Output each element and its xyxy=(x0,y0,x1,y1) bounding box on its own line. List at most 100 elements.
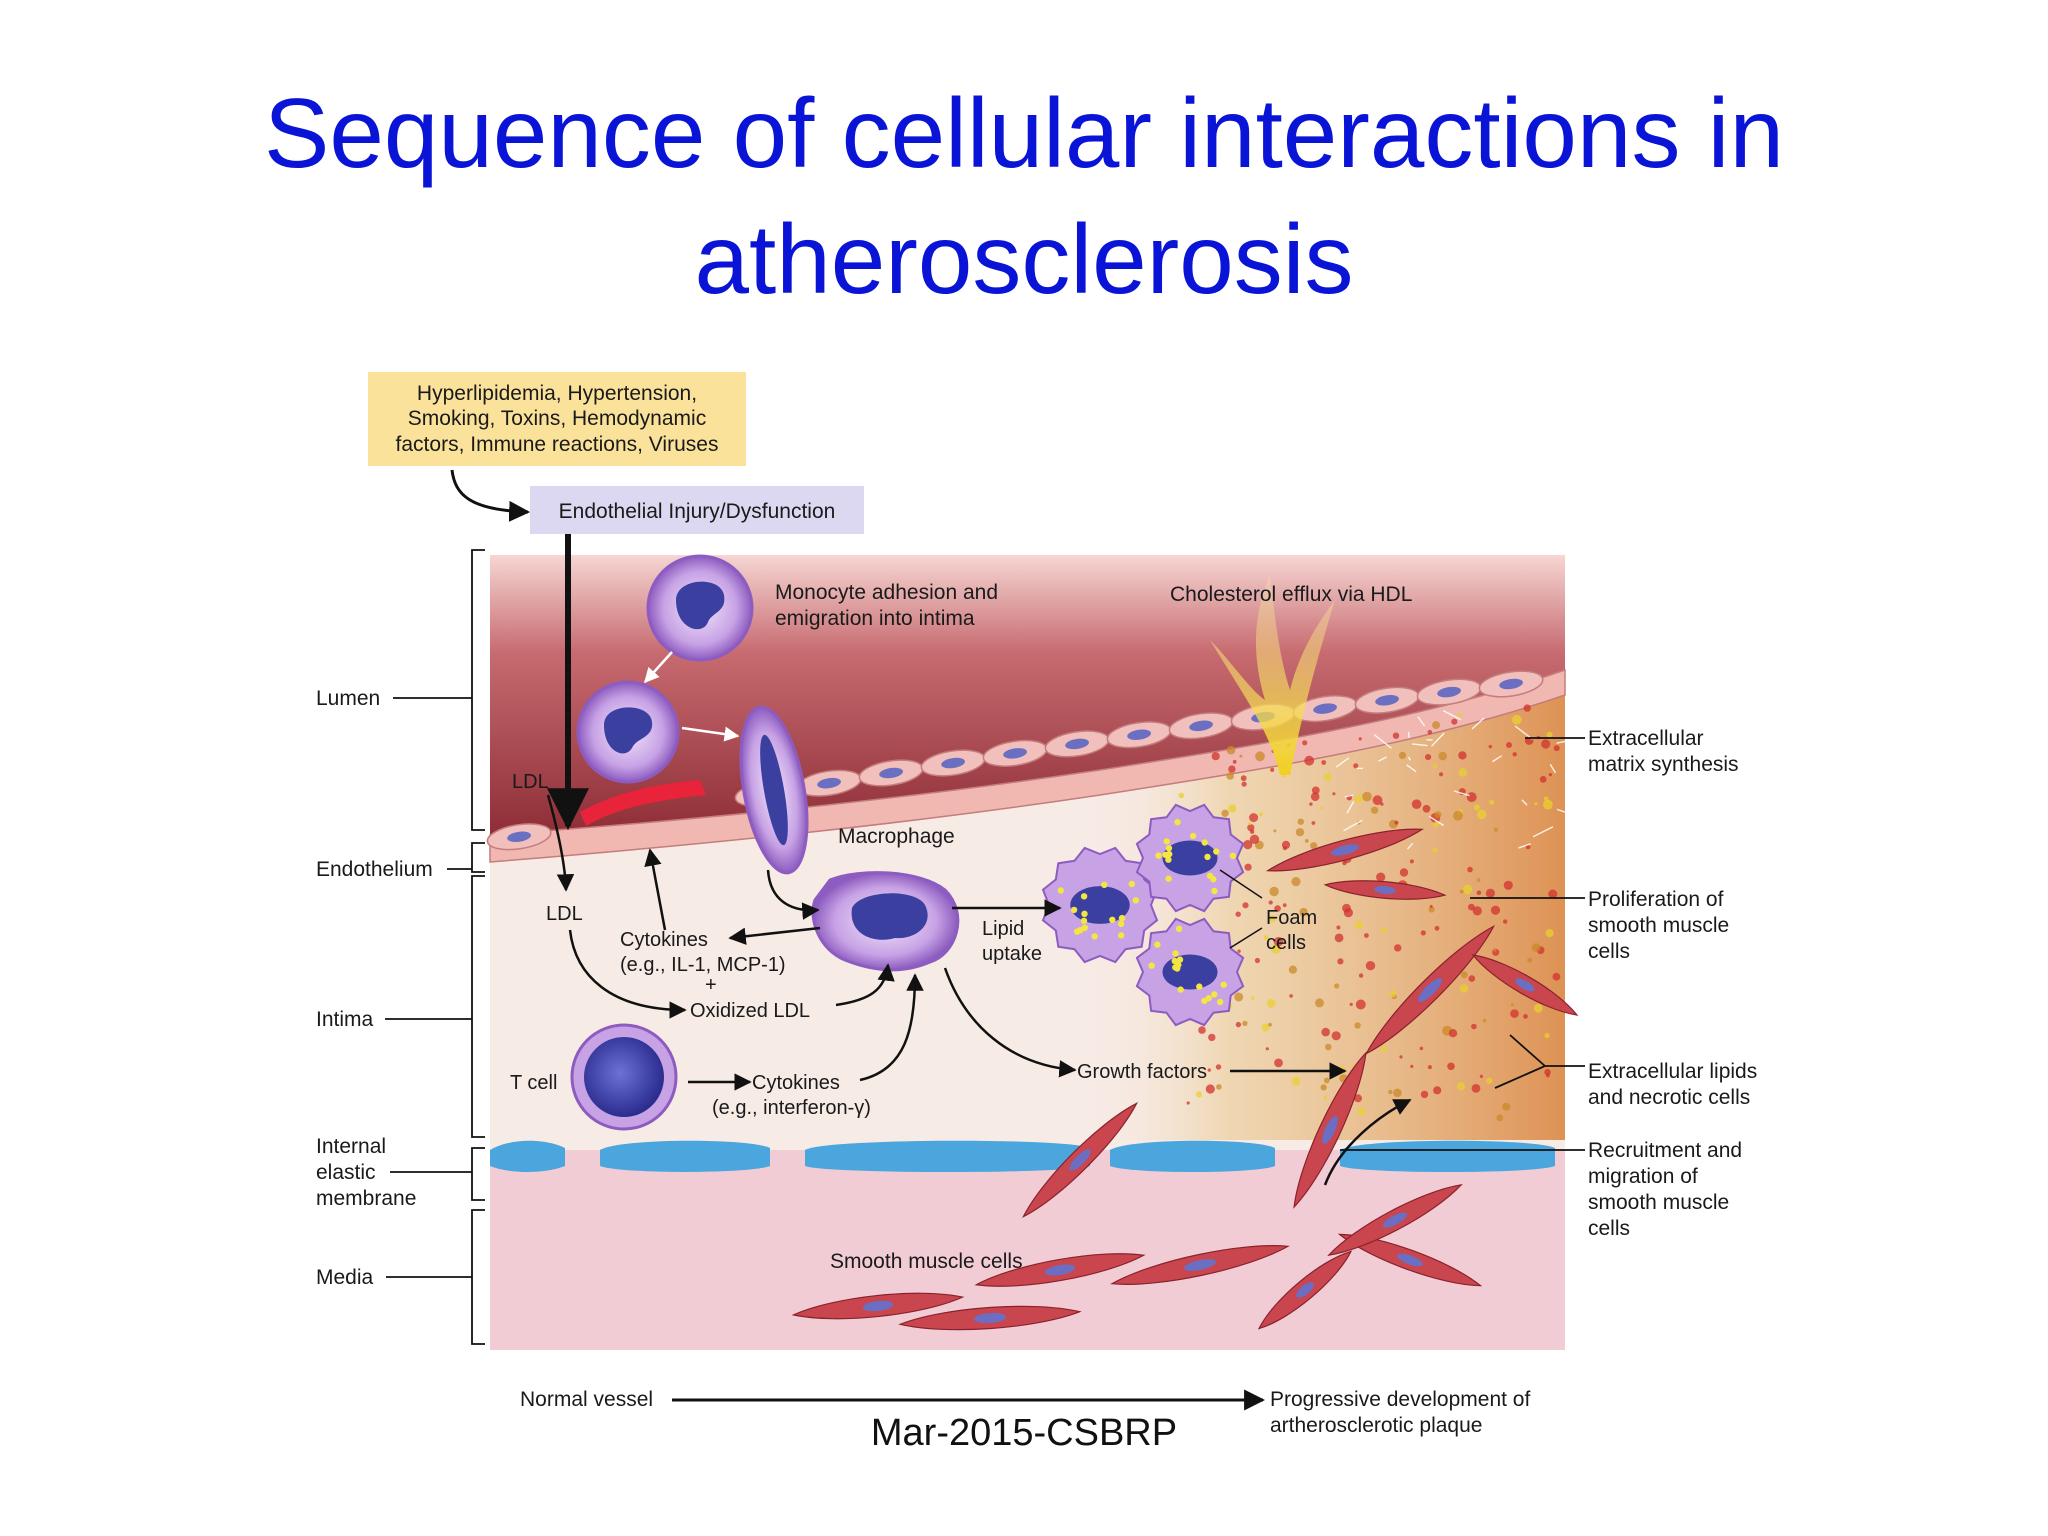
lipid-speck xyxy=(1261,1023,1270,1032)
lipid-speck xyxy=(1425,754,1432,761)
lipid-speck xyxy=(1178,792,1185,799)
lipid-speck xyxy=(1527,957,1533,963)
lipid-speck xyxy=(1269,886,1279,897)
lipid-speck xyxy=(1493,827,1498,832)
macrophage-label: Macrophage xyxy=(838,825,955,848)
lipid-speck xyxy=(1398,751,1407,760)
lipid-speck xyxy=(1428,906,1435,913)
lipid-speck xyxy=(1263,935,1269,940)
lipid-speck xyxy=(1266,999,1276,1008)
foam-cells-label-2: cells xyxy=(1266,932,1306,954)
ldl-top-label: LDL xyxy=(512,771,549,793)
matrix-fiber xyxy=(1549,763,1557,774)
cytokines-2-example: (e.g., interferon-γ) xyxy=(712,1097,871,1119)
matrix-fiber xyxy=(1532,826,1554,838)
lipid-speck xyxy=(1255,751,1265,762)
lipid-speck xyxy=(1228,804,1237,813)
right-label-leaders xyxy=(1340,737,1585,1151)
smc-recruitment-label-1: Recruitment and xyxy=(1588,1139,1742,1162)
lipid-speck xyxy=(1488,744,1493,749)
lipid-speck xyxy=(1427,729,1433,735)
lipid-speck xyxy=(1523,704,1531,712)
lipid-speck xyxy=(1490,905,1501,915)
lipid-speck xyxy=(1331,1031,1341,1041)
internal-elastic-label-2: elastic xyxy=(316,1161,376,1184)
lipid-speck xyxy=(1235,911,1241,917)
smooth-muscle-cell xyxy=(1337,1233,1483,1287)
elastic-membrane-segment xyxy=(490,1140,565,1172)
lipid-speck xyxy=(1533,1003,1543,1013)
lipid-speck xyxy=(1376,872,1386,882)
lipid-speck xyxy=(1432,721,1441,730)
lipid-speck xyxy=(1392,732,1400,739)
ecm-synthesis-label-2: matrix synthesis xyxy=(1588,753,1739,776)
lipid-speck xyxy=(1311,821,1316,825)
lipid-speck xyxy=(1434,925,1440,931)
lipid-speck xyxy=(1453,810,1463,821)
endothelial-injury-label: Endothelial Injury/Dysfunction xyxy=(559,500,836,523)
ldl-mid-label: LDL xyxy=(546,903,583,925)
macrophage-to-cytokines-arrow xyxy=(728,926,821,945)
monocyte-path-arrow-1 xyxy=(643,651,673,684)
lipid-speck xyxy=(1541,739,1551,749)
lipid-speck xyxy=(1394,820,1399,825)
lipid-speck xyxy=(1422,804,1431,813)
lipid-speck xyxy=(1354,794,1364,804)
macrophage-to-growth-factors-arrow xyxy=(943,967,1077,1078)
smooth-muscle-cell xyxy=(1327,1183,1463,1257)
lipid-speck xyxy=(1358,973,1364,978)
lipid-speck xyxy=(1486,1077,1493,1084)
lipid-speck xyxy=(1420,1090,1429,1099)
matrix-fiber xyxy=(1407,756,1412,761)
lipid-speck xyxy=(1247,822,1251,826)
lipid-speck xyxy=(1242,1020,1248,1027)
lipid-speck xyxy=(1207,1068,1212,1072)
lipid-speck xyxy=(1265,1047,1269,1051)
extracellular-lipids-label-1: Extracellular lipids xyxy=(1588,1060,1757,1083)
lipid-speck xyxy=(1237,949,1241,953)
lipid-speck xyxy=(1310,792,1320,801)
process-arrows xyxy=(546,794,1412,1186)
lipid-speck xyxy=(1546,731,1553,738)
lipid-speck xyxy=(1215,1064,1222,1070)
lipid-speck xyxy=(1433,847,1438,853)
lipid-speck xyxy=(1389,990,1397,998)
lipid-speck xyxy=(1433,764,1438,769)
smc-proliferation-label-1: Proliferation of xyxy=(1588,888,1724,911)
foam-cells-label-1: Foam xyxy=(1266,907,1317,929)
lipid-speck xyxy=(1242,902,1249,909)
lipid-speck xyxy=(1434,811,1442,819)
lipid-speck xyxy=(1459,889,1464,894)
lipid-speck xyxy=(1380,1045,1388,1053)
lipid-speck xyxy=(1468,975,1476,982)
lipid-speck xyxy=(1511,714,1522,725)
endothelial-cell xyxy=(858,759,924,787)
endothelium-label: Endothelium xyxy=(316,858,433,881)
smooth-muscle-cell xyxy=(1293,1051,1367,1209)
lipid-speck xyxy=(1476,890,1482,896)
endothelial-cell xyxy=(486,823,552,851)
matrix-fiber xyxy=(1556,739,1574,744)
cytokines-to-endothelium-arrow xyxy=(644,848,667,931)
lipid-speck xyxy=(1282,903,1287,908)
lipid-speck xyxy=(1241,781,1247,787)
lipid-speck xyxy=(1211,752,1220,761)
endothelial-cell xyxy=(1478,670,1544,698)
lipid-speck xyxy=(1195,1091,1203,1098)
oxidized-ldl-label: Oxidized LDL xyxy=(690,1000,810,1022)
lipid-speck xyxy=(1304,839,1309,843)
matrix-fiber xyxy=(1514,725,1533,740)
lipid-speck xyxy=(1365,1099,1369,1103)
lipid-speck xyxy=(1232,759,1237,764)
smc-recruitment-label-4: cells xyxy=(1588,1217,1630,1240)
lipid-speck xyxy=(1334,933,1344,943)
lipid-speck xyxy=(1544,1032,1550,1039)
lipid-uptake-label-2: uptake xyxy=(982,943,1042,965)
risk-factors-line-3: factors, Immune reactions, Viruses xyxy=(396,433,719,456)
lipid-speck xyxy=(1332,792,1336,796)
matrix-fiber xyxy=(1521,799,1528,806)
slide-title-line-1: Sequence of cellular interactions in xyxy=(264,78,1784,188)
smooth-muscle-cell xyxy=(974,1253,1146,1287)
lipid-speck xyxy=(1545,1073,1550,1078)
